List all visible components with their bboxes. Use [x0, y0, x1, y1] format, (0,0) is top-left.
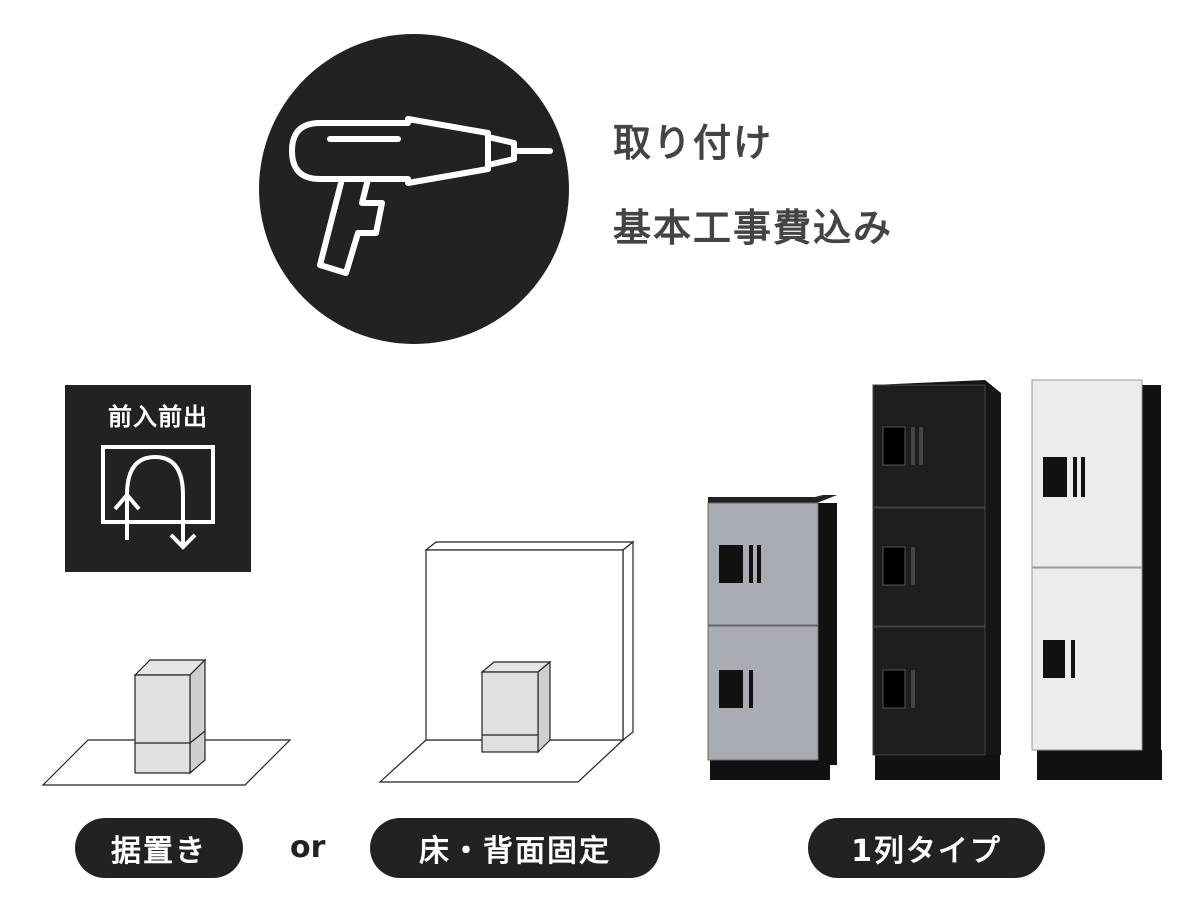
locker-lineup	[707, 379, 1162, 780]
or-label: or	[290, 830, 326, 865]
badge-label: 前入前出	[108, 403, 208, 431]
headline-line-1: 取り付け	[613, 121, 774, 165]
floor-wall-fixed-illustration	[378, 540, 635, 783]
locker-white	[1031, 379, 1162, 780]
locker-black	[872, 380, 1001, 780]
floor-wall-fixed-label: 床・背面固定	[370, 818, 660, 878]
front-load-arrow-icon	[101, 445, 215, 550]
headline-line-2: 基本工事費込み	[613, 206, 894, 250]
freestanding-illustration	[41, 658, 292, 786]
single-column-label: 1列タイプ	[808, 818, 1045, 878]
locker-silver	[707, 495, 837, 780]
drill-icon	[259, 34, 569, 344]
front-in-front-out-badge: 前入前出	[65, 385, 251, 572]
freestanding-label: 据置き	[75, 818, 243, 878]
